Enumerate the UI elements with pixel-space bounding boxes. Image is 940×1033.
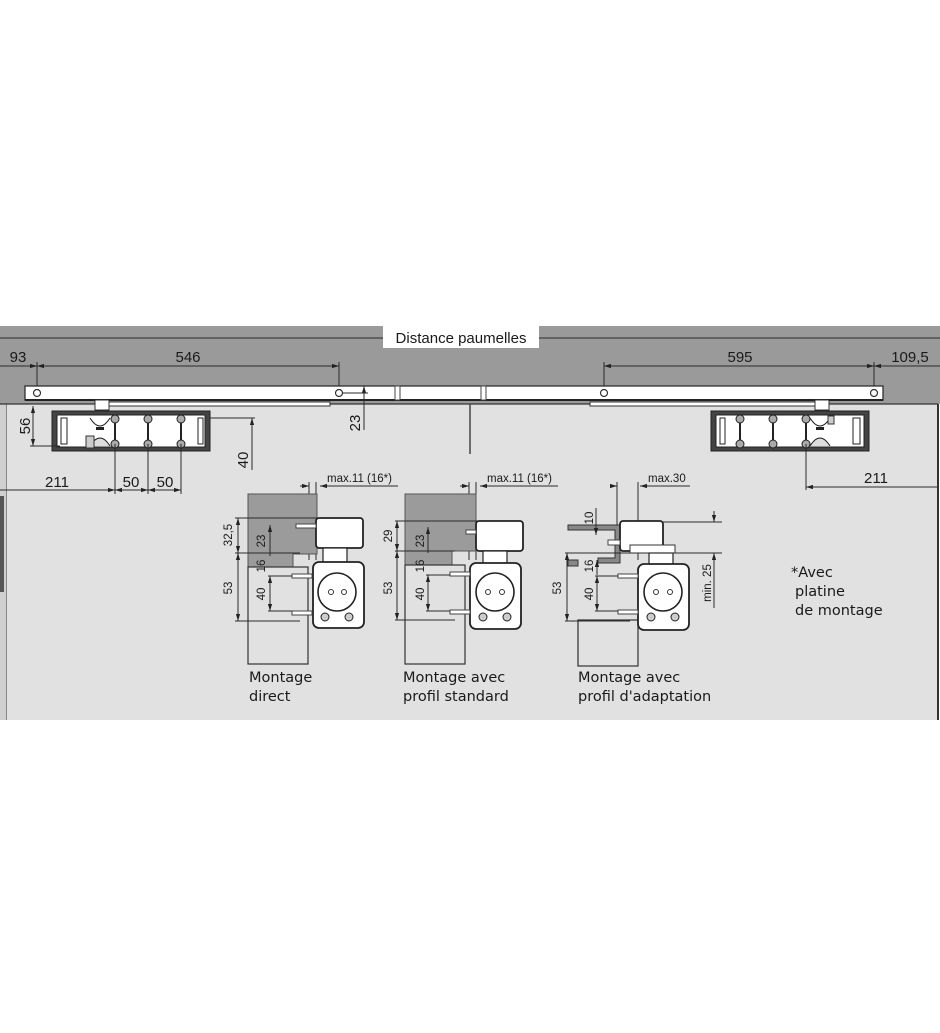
dim-adaptation-top: 10 [584,512,596,525]
closer-body-left [51,410,211,452]
dim-left-span: 546 [175,349,200,366]
dim-direct-upper: 32,5 [223,524,235,546]
caption-standard-line2: profil standard [403,689,509,705]
dim-direct-pitch: 40 [256,588,268,601]
dim-closer-height: 56 [17,418,34,435]
mounting-detail-adaptation: max.30 10 16 53 40 [552,473,722,705]
dim-standard-pitch: 40 [415,588,427,601]
footnote-mounting-plate: *Avec platine de montage [791,565,883,619]
dim-left-edge-distance: 211 [45,474,69,491]
mounting-detail-standard: max.11 (16*) 29 23 16 53 40 Montage avec… [383,473,558,705]
closer-arm-right [589,399,830,411]
door-panel [6,404,938,720]
dim-direct-gap: 16 [256,560,268,573]
dim-hole-pitch-2: 50 [157,474,174,491]
dim-right-edge-distance: 211 [864,470,888,487]
dim-adaptation-lower: 53 [552,582,564,595]
caption-adaptation-line1: Montage avec [578,670,680,686]
dim-hole-pitch-1: 50 [123,474,140,491]
dim-standard-gap: 16 [415,560,427,573]
slide-rail [24,385,884,401]
dim-standard-upper: 29 [383,530,395,543]
footnote-line2: platine [795,584,845,600]
max-label-adaptation: max.30 [648,473,686,485]
closer-body-right [710,410,870,452]
dim-arm-drop: 23 [347,415,364,432]
max-label-direct: max.11 (16*) [327,473,392,485]
title-label-box [383,326,539,348]
dim-direct-inner-top: 23 [256,535,268,548]
dim-standard-inner-top: 23 [415,535,427,548]
mounting-detail-direct: max.11 (16*) 32,5 23 16 53 40 M [223,473,398,705]
caption-standard-line1: Montage avec [403,670,505,686]
dim-standard-lower: 53 [383,582,395,595]
dim-adaptation-gap: 16 [584,560,596,573]
dim-direct-lower: 53 [223,582,235,595]
footnote-line3: de montage [795,603,883,619]
max-label-standard: max.11 (16*) [487,473,552,485]
dim-left-offset: 93 [10,349,27,366]
caption-adaptation-line2: profil d'adaptation [578,689,711,705]
dim-right-offset: 109,5 [891,349,929,366]
dim-right-span: 595 [727,349,752,366]
footnote-line1: *Avec [791,565,833,581]
dim-closer-depth: 40 [235,452,252,469]
title-label: Distance paumelles [396,330,527,347]
dim-adaptation-min: min. 25 [702,564,714,602]
dim-adaptation-pitch: 40 [584,588,596,601]
caption-direct-line2: direct [249,689,291,705]
closer-arm-left [94,399,331,411]
caption-direct-line1: Montage [249,670,312,686]
